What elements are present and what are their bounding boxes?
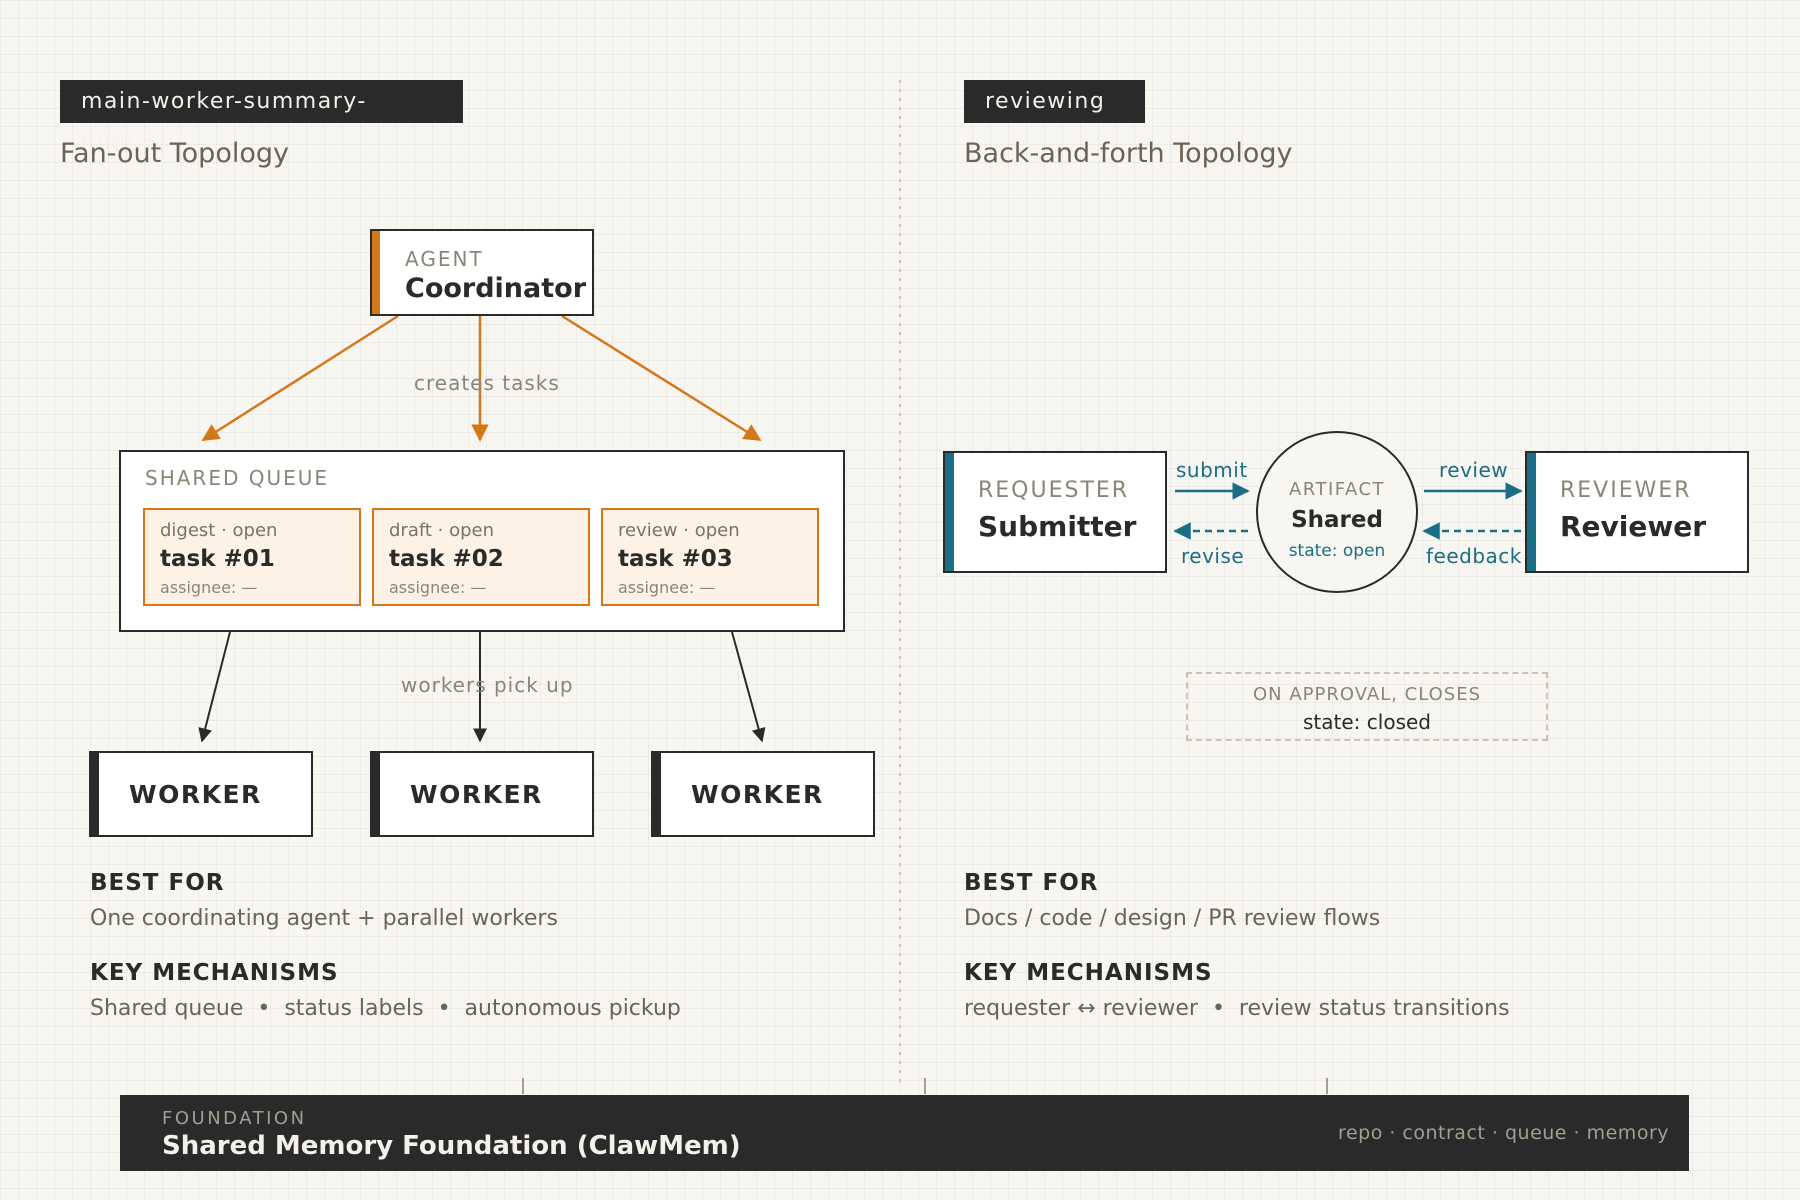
foundation-bar: FOUNDATION Shared Memory Foundation (Cla… bbox=[120, 1095, 1689, 1171]
task-state: draft · open bbox=[389, 520, 495, 541]
fanout-arrow-right bbox=[561, 314, 762, 442]
worker-node[interactable]: WORKER bbox=[89, 751, 313, 837]
shared-queue-panel: SHARED QUEUE digest · open task #01 assi… bbox=[119, 450, 845, 632]
fanout-arrow-left bbox=[201, 314, 399, 442]
best-for-title: BEST FOR bbox=[90, 870, 225, 896]
best-for-text: One coordinating agent + parallel worker… bbox=[90, 906, 558, 931]
worker-label: WORKER bbox=[129, 779, 262, 809]
worker-label: WORKER bbox=[691, 779, 824, 809]
foundation-caption: FOUNDATION bbox=[162, 1108, 307, 1129]
task-card[interactable]: digest · open task #01 assignee: — bbox=[143, 508, 361, 606]
best-for-text: Docs / code / design / PR review flows bbox=[964, 906, 1381, 931]
approval-note: ON APPROVAL, CLOSES state: closed bbox=[1186, 672, 1548, 741]
artifact-state: state: open bbox=[1288, 541, 1386, 561]
task-name: task #01 bbox=[160, 546, 275, 572]
worker-node[interactable]: WORKER bbox=[651, 751, 875, 837]
foundation-tags: repo · contract · queue · memory bbox=[1338, 1122, 1669, 1144]
key-mechanisms-title: KEY MECHANISMS bbox=[90, 960, 339, 986]
key-mechanisms-title: KEY MECHANISMS bbox=[964, 960, 1213, 986]
reviewer-node[interactable]: REVIEWER Reviewer bbox=[1525, 451, 1749, 573]
section-subtitle-fanout: Fan-out Topology bbox=[60, 138, 289, 169]
task-assignee: assignee: — bbox=[389, 578, 487, 597]
artifact-name: Shared bbox=[1291, 507, 1383, 533]
review-label: review bbox=[1439, 458, 1509, 482]
section-subtitle-back-and-forth: Back-and-forth Topology bbox=[964, 138, 1293, 169]
requester-accent-bar bbox=[945, 453, 954, 571]
approval-caption: ON APPROVAL, CLOSES bbox=[1252, 684, 1482, 705]
section-tag-reviewing: reviewing bbox=[964, 80, 1145, 123]
task-card[interactable]: draft · open task #02 assignee: — bbox=[372, 508, 590, 606]
creates-tasks-label: creates tasks bbox=[414, 371, 560, 395]
best-for-title: BEST FOR bbox=[964, 870, 1099, 896]
worker-accent-bar bbox=[372, 753, 380, 835]
feedback-label: feedback bbox=[1426, 544, 1522, 568]
foundation-title: Shared Memory Foundation (ClawMem) bbox=[162, 1131, 741, 1161]
worker-label: WORKER bbox=[410, 779, 543, 809]
worker-accent-bar bbox=[91, 753, 99, 835]
task-assignee: assignee: — bbox=[618, 578, 716, 597]
task-card[interactable]: review · open task #03 assignee: — bbox=[601, 508, 819, 606]
task-assignee: assignee: — bbox=[160, 578, 258, 597]
artifact-caption: ARTIFACT bbox=[1288, 479, 1386, 500]
agent-caption: AGENT bbox=[405, 247, 484, 271]
requester-caption: REQUESTER bbox=[978, 478, 1130, 503]
submit-label: submit bbox=[1176, 458, 1248, 482]
worker-node[interactable]: WORKER bbox=[370, 751, 594, 837]
agent-name: Coordinator bbox=[405, 273, 587, 304]
section-tag-fanout: main-worker-summary-queue bbox=[60, 80, 463, 157]
requester-node[interactable]: REQUESTER Submitter bbox=[943, 451, 1167, 573]
coordinator-agent-node[interactable]: AGENT Coordinator bbox=[370, 229, 594, 316]
approval-state: state: closed bbox=[1303, 710, 1431, 734]
task-name: task #03 bbox=[618, 546, 733, 572]
task-state: digest · open bbox=[160, 520, 278, 541]
revise-label: revise bbox=[1181, 544, 1245, 568]
workers-pick-up-label: workers pick up bbox=[401, 673, 574, 697]
reviewer-accent-bar bbox=[1527, 453, 1536, 571]
worker-accent-bar bbox=[653, 753, 661, 835]
reviewer-name: Reviewer bbox=[1560, 510, 1707, 543]
pickup-arrow-right bbox=[731, 631, 766, 743]
task-name: task #02 bbox=[389, 546, 504, 572]
artifact-circle[interactable]: ARTIFACT Shared state: open bbox=[1256, 431, 1418, 593]
reviewer-caption: REVIEWER bbox=[1560, 478, 1692, 503]
task-state: review · open bbox=[618, 520, 740, 541]
pickup-arrow-left bbox=[198, 631, 231, 743]
key-mechanisms-text: Shared queue • status labels • autonomou… bbox=[90, 996, 681, 1021]
key-mechanisms-text: requester ↔ reviewer • review status tra… bbox=[964, 996, 1510, 1021]
agent-accent-bar bbox=[372, 231, 380, 314]
requester-name: Submitter bbox=[978, 510, 1137, 543]
queue-caption: SHARED QUEUE bbox=[145, 466, 329, 490]
